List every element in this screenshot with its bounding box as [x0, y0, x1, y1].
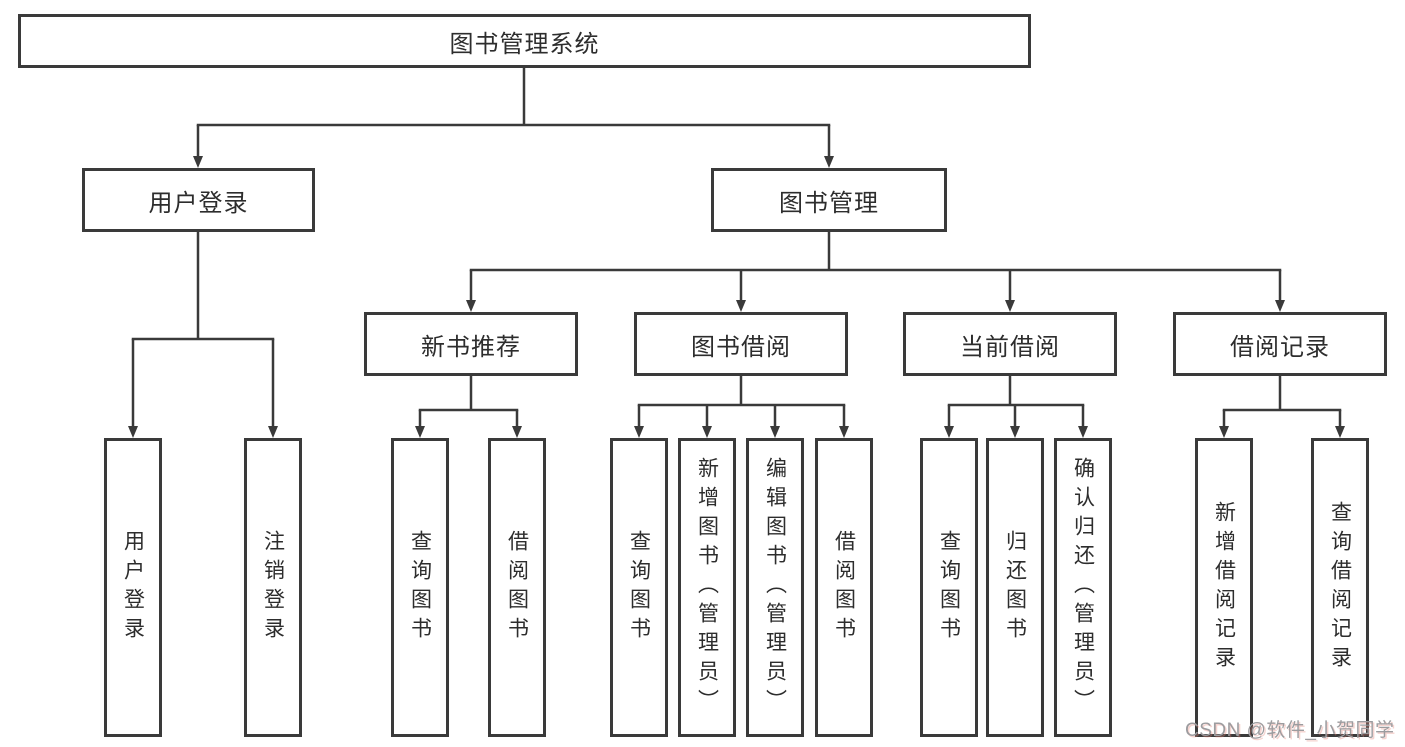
leaf-label: 借阅图书 [832, 529, 856, 646]
leaf-add-books-admin: 新增图书（管理员） [678, 438, 736, 737]
node-user-login: 用户登录 [82, 168, 315, 232]
leaf-label: 新增借阅记录 [1212, 500, 1236, 675]
leaf-label: 用户登录 [121, 529, 145, 646]
leaf-label: 确认归还（管理员） [1071, 457, 1095, 718]
leaf-label: 查询图书 [627, 529, 651, 646]
leaf-return-books: 归还图书 [986, 438, 1044, 737]
node-borrowing-records: 借阅记录 [1173, 312, 1387, 376]
leaf-label: 注销登录 [261, 529, 285, 646]
leaf-borrow-books: 借阅图书 [815, 438, 873, 737]
leaf-label: 借阅图书 [505, 529, 529, 646]
leaf-query-books-borrowing: 查询图书 [610, 438, 668, 737]
leaf-label: 归还图书 [1003, 529, 1027, 646]
leaf-confirm-return-admin: 确认归还（管理员） [1054, 438, 1112, 737]
node-book-borrowing: 图书借阅 [634, 312, 848, 376]
leaf-borrow-books-recommend: 借阅图书 [488, 438, 546, 737]
leaf-logout: 注销登录 [244, 438, 302, 737]
leaf-query-borrow-record: 查询借阅记录 [1311, 438, 1369, 737]
leaf-label: 查询图书 [408, 529, 432, 646]
leaf-add-borrow-record: 新增借阅记录 [1195, 438, 1253, 737]
node-new-book-recommend: 新书推荐 [364, 312, 578, 376]
leaf-label: 新增图书（管理员） [695, 457, 719, 718]
node-book-management: 图书管理 [711, 168, 947, 232]
node-current-borrowing: 当前借阅 [903, 312, 1117, 376]
leaf-label: 查询借阅记录 [1328, 500, 1352, 675]
leaf-query-books-recommend: 查询图书 [391, 438, 449, 737]
leaf-label: 编辑图书（管理员） [763, 457, 787, 718]
watermark: CSDN @软件_小贺同学 [1185, 720, 1395, 741]
leaf-edit-books-admin: 编辑图书（管理员） [746, 438, 804, 737]
leaf-query-books-current: 查询图书 [920, 438, 978, 737]
node-library-system: 图书管理系统 [18, 14, 1031, 68]
leaf-user-login: 用户登录 [104, 438, 162, 737]
leaf-label: 查询图书 [937, 529, 961, 646]
